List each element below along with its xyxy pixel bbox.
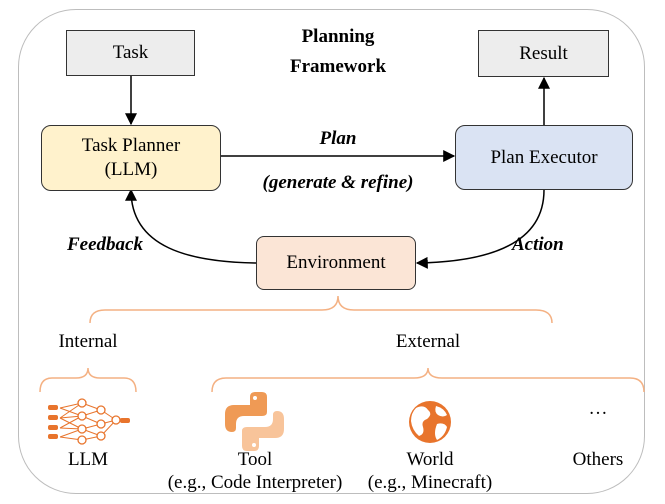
others-label: Others <box>572 449 624 470</box>
planner-line1: Task Planner <box>81 135 181 156</box>
task-label: Task <box>112 42 149 63</box>
tool-sub-label: (e.g., Code Interpreter) <box>167 472 343 493</box>
task-planner-box: Task Planner (LLM) <box>41 125 221 191</box>
arrow-action <box>415 189 545 269</box>
task-box: Task <box>66 30 195 76</box>
action-label: Action <box>512 234 564 255</box>
world-sub-label: (e.g., Minecraft) <box>367 472 493 493</box>
neural-network-icon <box>59 402 117 441</box>
planning-framework-container <box>18 9 645 494</box>
tool-label: Tool <box>237 449 273 470</box>
globe-icon <box>409 401 451 443</box>
brace-internal <box>39 367 137 393</box>
brace-external <box>211 367 645 393</box>
environment-label: Environment <box>286 252 386 273</box>
python-icon <box>225 392 284 451</box>
environment-box: Environment <box>256 236 416 290</box>
arrow-feedback <box>125 188 257 264</box>
plan-label: Plan <box>319 128 357 149</box>
result-box: Result <box>478 30 609 77</box>
executor-label: Plan Executor <box>490 146 598 168</box>
world-label: World <box>406 449 454 470</box>
llm-label: LLM <box>67 449 109 470</box>
title-line2: Framework <box>289 56 387 77</box>
feedback-label: Feedback <box>67 234 143 255</box>
result-label: Result <box>519 42 568 64</box>
external-label: External <box>395 331 461 352</box>
planner-line2: (LLM) <box>104 159 158 180</box>
title-line1: Planning <box>301 26 375 47</box>
plan-executor-box: Plan Executor <box>455 125 633 190</box>
plan-sub-label: (generate & refine) <box>262 172 414 193</box>
brace-environment <box>89 295 553 324</box>
others-dots: … <box>588 398 608 419</box>
internal-label: Internal <box>58 331 118 352</box>
